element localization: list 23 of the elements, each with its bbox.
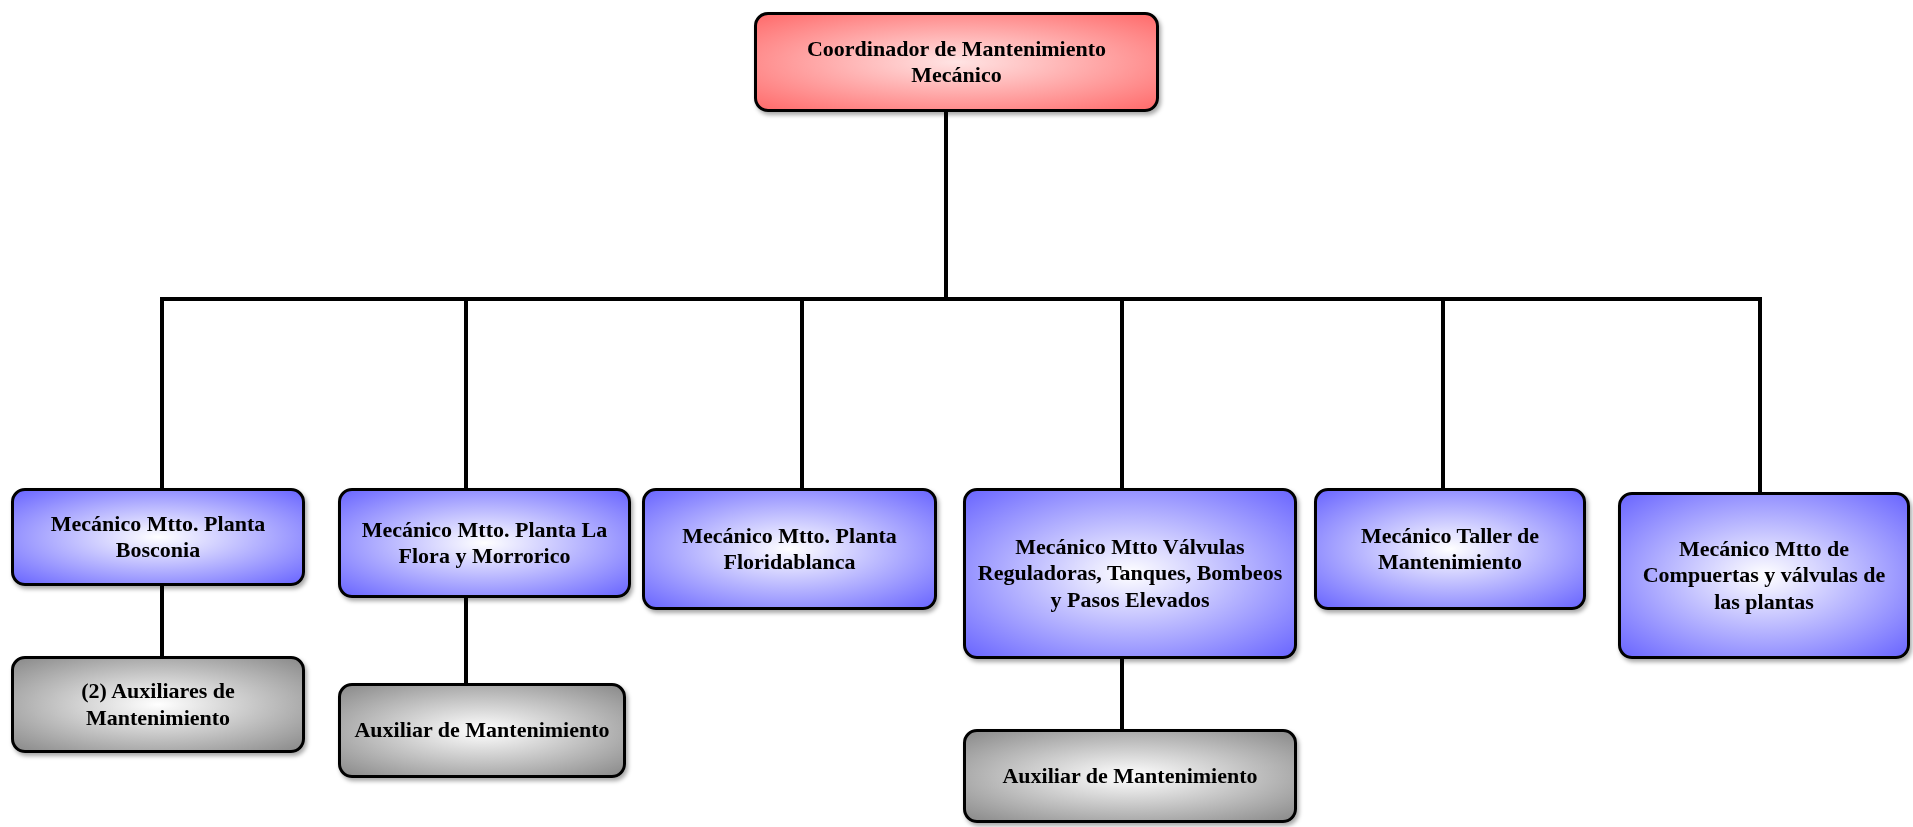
position-title: Mecánico Mtto de Compuertas y válvulas de las plantas [1641, 535, 1887, 616]
position-title: Mecánico Taller de Mantenimiento [1360, 522, 1540, 576]
position-box [963, 488, 1297, 659]
connector-line [1120, 659, 1124, 729]
position-box [338, 683, 626, 778]
position-title: Auxiliar de Mantenimiento [354, 717, 610, 744]
position-box [338, 488, 631, 598]
position-title: Mecánico Mtto. Planta Floridablanca [681, 522, 898, 576]
position-title: Coordinador de Mantenimiento Mecánico [805, 35, 1107, 89]
position-title: Mecánico Mtto. Planta La Flora y Morrorico [360, 516, 609, 570]
position-box [963, 729, 1297, 823]
position-box [11, 488, 305, 586]
position-box [1618, 492, 1910, 659]
position-title: Auxiliar de Mantenimiento [1002, 762, 1258, 790]
position-title: Mecánico Mtto Válvulas Reguladoras, Tanques, Bombeos y Pasos Elevados [976, 533, 1284, 614]
position-box [754, 12, 1159, 112]
position-box [1314, 488, 1586, 610]
position-box [642, 488, 937, 610]
position-box [11, 656, 305, 753]
connector-line [464, 598, 468, 683]
position-title: (2) Auxiliares de Mantenimiento [80, 678, 236, 731]
connector-line [160, 586, 164, 656]
position-title: Mecánico Mtto. Planta Bosconia [49, 510, 267, 564]
